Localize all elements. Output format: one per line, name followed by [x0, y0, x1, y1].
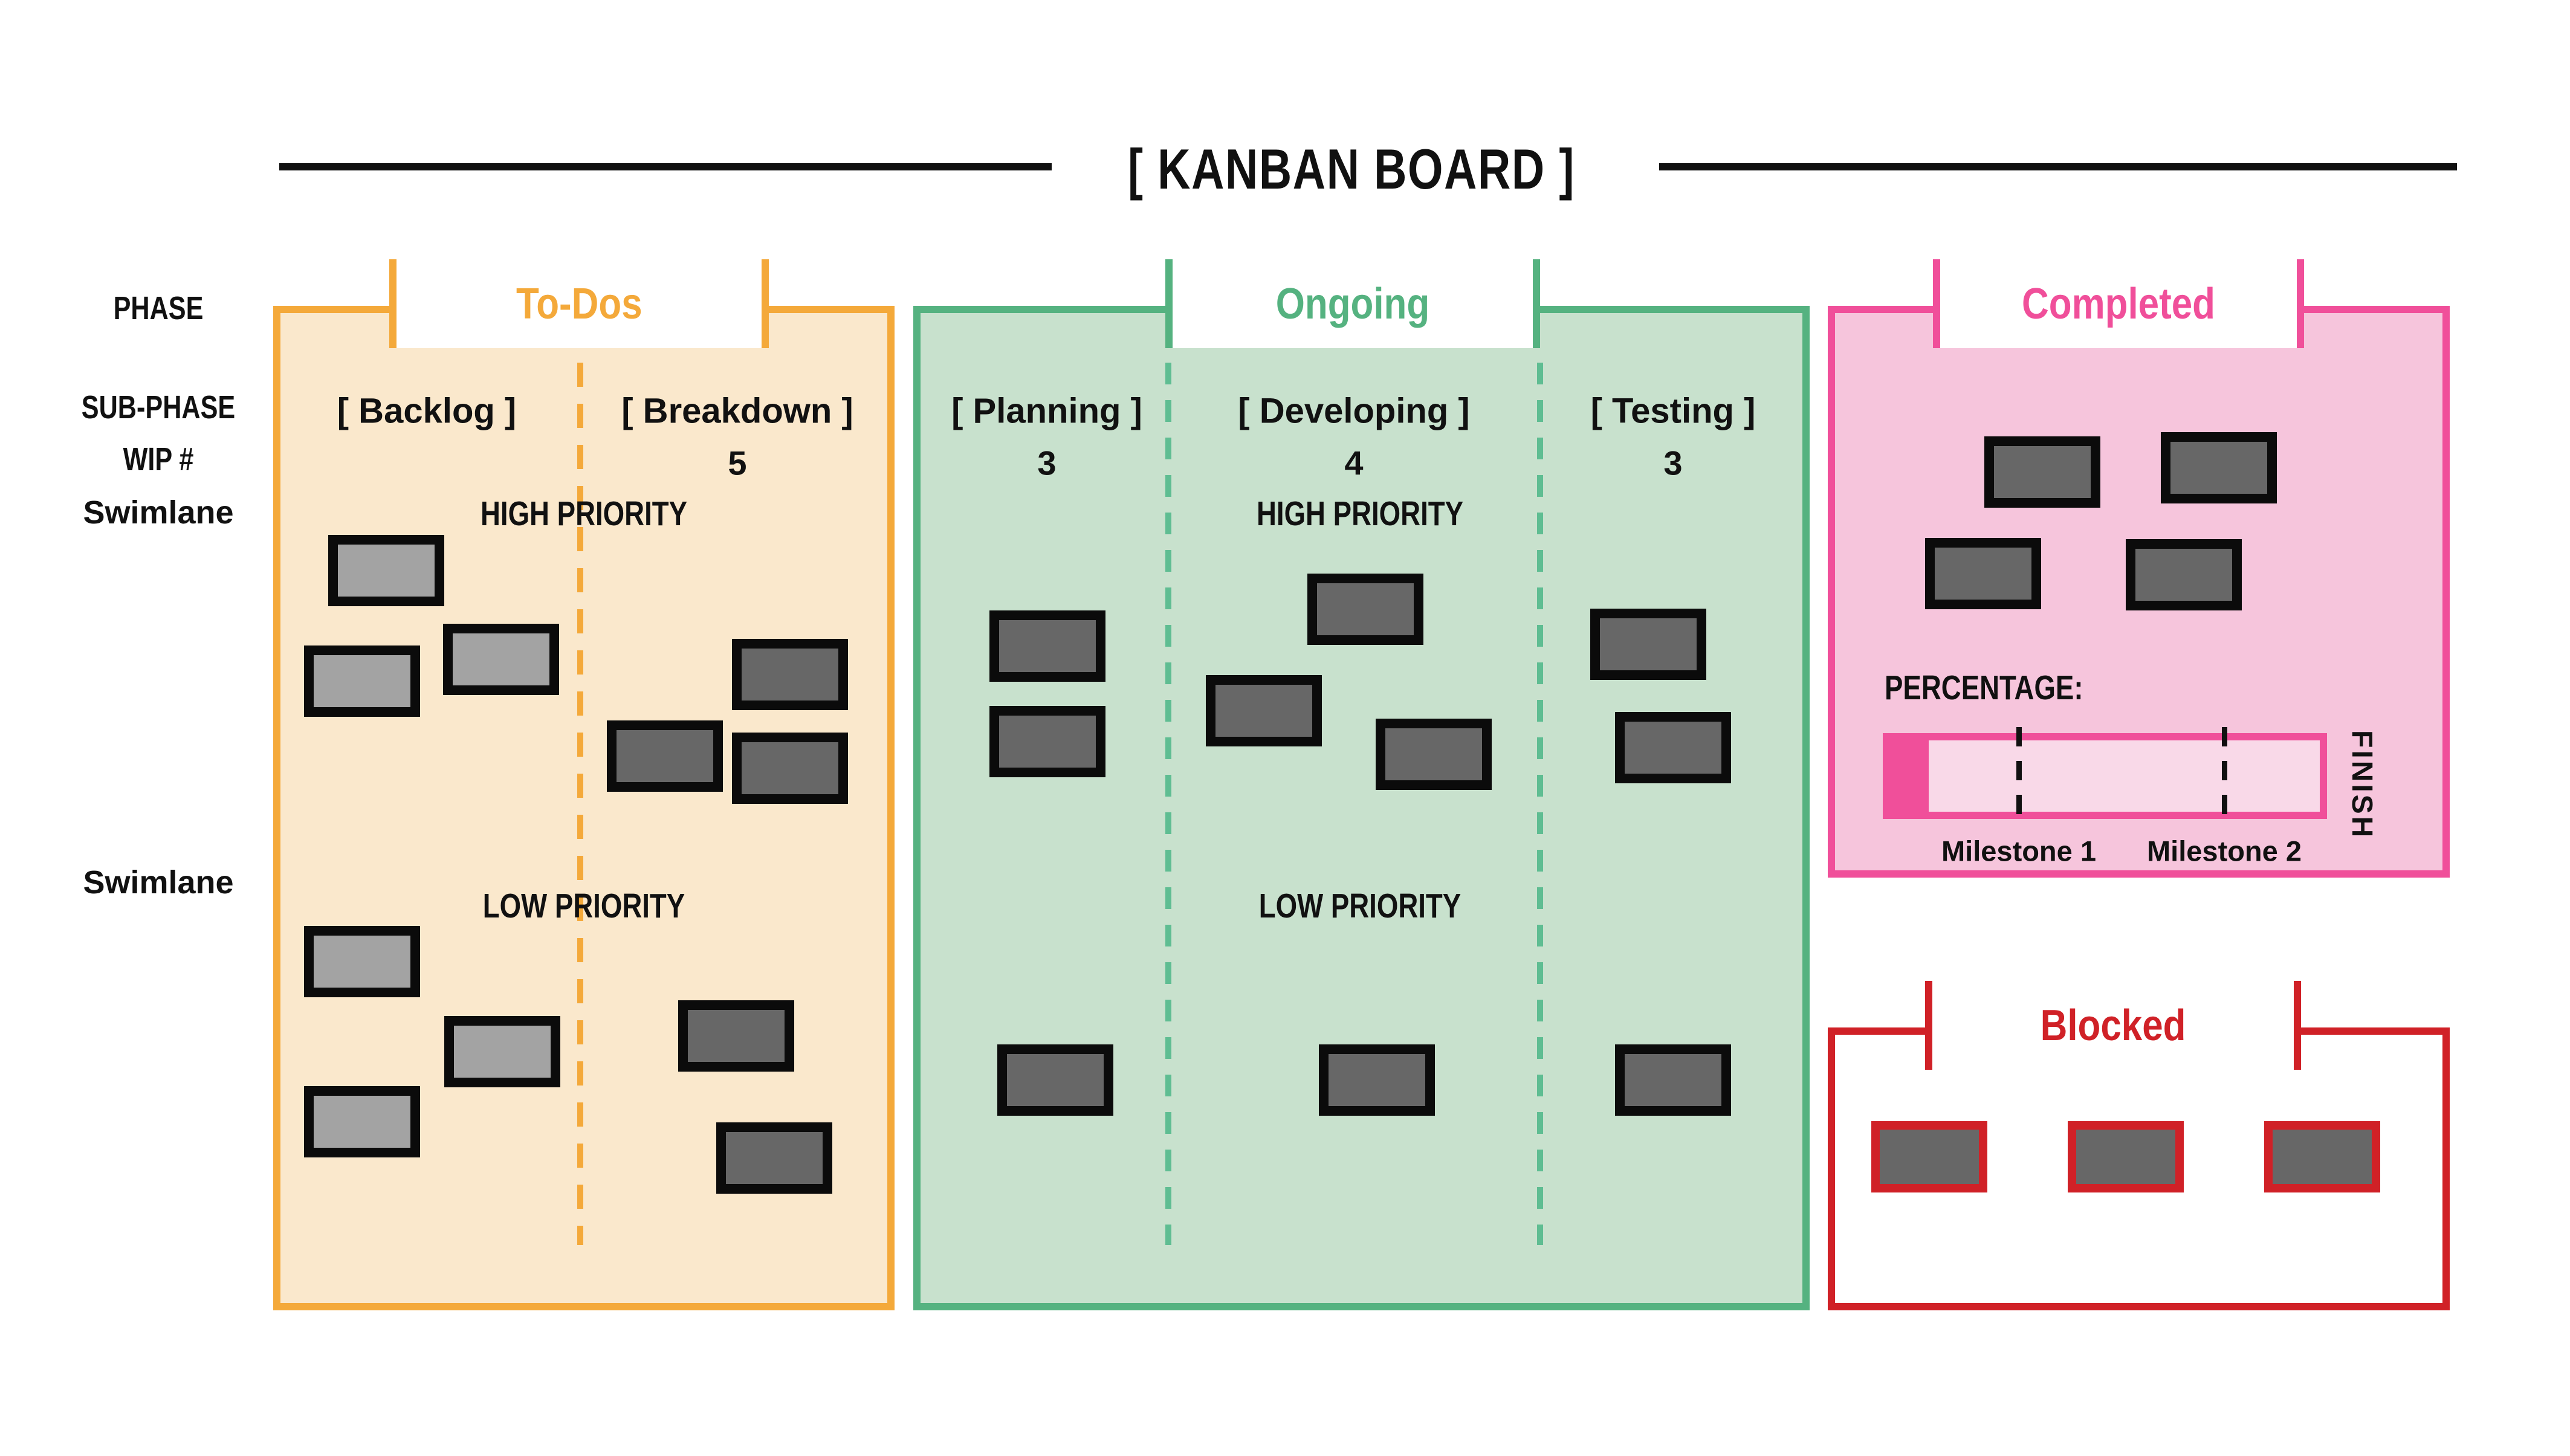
task-card-backlog-high[interactable]: [304, 645, 420, 717]
axis-label-phase: PHASE: [113, 290, 204, 326]
swimlane-ongoing-low: LOW PRIORITY: [1258, 887, 1461, 925]
progress-bar: [1883, 733, 2327, 819]
task-card-completed[interactable]: [1984, 436, 2100, 508]
column-ongoing: [913, 306, 1810, 1310]
task-card-breakdown-high[interactable]: [607, 720, 723, 792]
axis-label-swimlane-top: Swimlane: [83, 494, 234, 531]
tab-todos: To-Dos: [389, 259, 769, 348]
task-card-backlog-low[interactable]: [304, 1086, 420, 1157]
axis-label-wip: WIP #: [123, 441, 194, 477]
task-card-planning-high[interactable]: [989, 706, 1105, 777]
task-card-testing-high[interactable]: [1615, 712, 1731, 783]
task-card-planning-low[interactable]: [997, 1044, 1113, 1116]
swimlane-todos-high: HIGH PRIORITY: [480, 494, 688, 533]
milestone-1-label: Milestone 1: [1941, 835, 2096, 867]
subphase-backlog: [ Backlog ]: [337, 391, 517, 431]
task-card-breakdown-high[interactable]: [732, 639, 848, 710]
divider-backlog-breakdown: [577, 363, 583, 1245]
milestone-2-marker: [2222, 727, 2227, 827]
subphase-breakdown: [ Breakdown ]: [621, 391, 853, 431]
tab-completed: Completed: [1933, 259, 2304, 348]
progress-fill: [1890, 740, 1929, 812]
page-title: [ KANBAN BOARD ]: [1128, 137, 1575, 201]
task-card-backlog-high[interactable]: [443, 624, 559, 695]
task-card-planning-high[interactable]: [989, 610, 1105, 682]
tab-ongoing: Ongoing: [1165, 259, 1540, 348]
axis-label-sub-phase: SUB-PHASE: [81, 389, 236, 425]
task-card-testing-high[interactable]: [1590, 609, 1706, 680]
swimlane-todos-low: LOW PRIORITY: [482, 887, 685, 925]
task-card-backlog-low[interactable]: [444, 1016, 560, 1087]
wip-planning: 3: [1037, 444, 1057, 482]
finish-label: FINISH: [2346, 730, 2378, 840]
milestone-1-marker: [2016, 727, 2022, 827]
task-card-blocked[interactable]: [1871, 1121, 1987, 1192]
task-card-breakdown-high[interactable]: [732, 733, 848, 804]
percentage-label: PERCENTAGE:: [1885, 668, 2083, 707]
title-rule-left: [279, 163, 1052, 170]
subphase-testing: [ Testing ]: [1590, 391, 1756, 431]
task-card-developing-low[interactable]: [1319, 1044, 1435, 1116]
wip-testing: 3: [1663, 444, 1683, 482]
task-card-developing-high[interactable]: [1206, 675, 1322, 746]
title-rule-right: [1659, 163, 2457, 170]
task-card-developing-high[interactable]: [1307, 574, 1423, 645]
task-card-backlog-low[interactable]: [304, 926, 420, 997]
task-card-backlog-high[interactable]: [328, 535, 444, 606]
task-card-developing-high[interactable]: [1376, 719, 1492, 790]
task-card-completed[interactable]: [1925, 538, 2041, 609]
task-card-completed[interactable]: [2161, 432, 2277, 503]
axis-label-swimlane-bottom: Swimlane: [83, 864, 234, 901]
task-card-breakdown-low[interactable]: [678, 1000, 794, 1072]
task-card-testing-low[interactable]: [1615, 1044, 1731, 1116]
wip-developing: 4: [1344, 444, 1364, 482]
milestone-2-label: Milestone 2: [2147, 835, 2302, 867]
divider-developing-testing: [1537, 363, 1543, 1245]
tab-blocked: Blocked: [1925, 981, 2301, 1070]
task-card-completed[interactable]: [2126, 539, 2242, 610]
task-card-blocked[interactable]: [2068, 1121, 2184, 1192]
subphase-planning: [ Planning ]: [951, 391, 1142, 431]
task-card-blocked[interactable]: [2264, 1121, 2380, 1192]
swimlane-ongoing-high: HIGH PRIORITY: [1256, 494, 1464, 533]
task-card-breakdown-low[interactable]: [716, 1122, 832, 1194]
divider-planning-developing: [1165, 363, 1171, 1245]
wip-breakdown: 5: [728, 444, 747, 482]
subphase-developing: [ Developing ]: [1238, 391, 1470, 431]
